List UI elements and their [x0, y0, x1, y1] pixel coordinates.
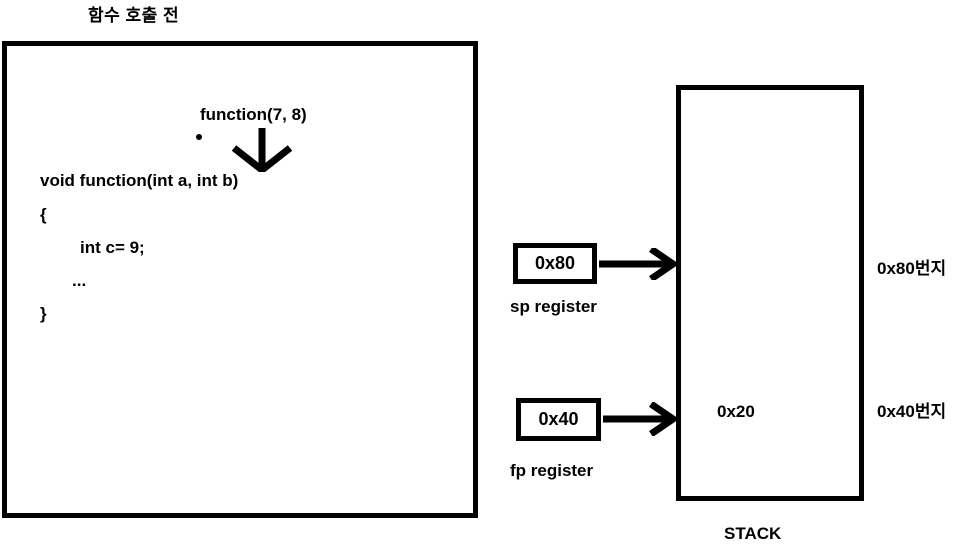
- fp-arrow-icon: [601, 401, 680, 437]
- code-line-signature: void function(int a, int b): [40, 171, 239, 190]
- fp-register-label: fp register: [510, 461, 594, 480]
- down-arrow-icon: [226, 126, 298, 175]
- code-line-declaration: int c= 9;: [80, 238, 145, 257]
- sp-register-box: 0x80: [513, 243, 597, 284]
- code-line-ellipsis: ...: [72, 271, 87, 290]
- sp-register-label: sp register: [510, 297, 597, 316]
- sp-arrow-icon: [597, 246, 680, 282]
- sp-register-value: 0x80: [534, 253, 576, 273]
- code-line-brace-open: {: [40, 205, 47, 224]
- call-expression-label: function(7, 8): [200, 105, 307, 124]
- stack-box: [676, 85, 864, 501]
- fp-register-value: 0x40: [538, 409, 579, 429]
- stack-caption: STACK: [724, 524, 782, 543]
- stack-cell-value: 0x20: [717, 402, 755, 421]
- fp-register-box: 0x40: [516, 398, 601, 441]
- code-line-brace-close: }: [40, 304, 47, 323]
- call-site-dot: [196, 134, 202, 140]
- stack-address-top: 0x80번지: [877, 259, 947, 278]
- page-title: 함수 호출 전: [88, 6, 180, 25]
- code-panel: [2, 41, 478, 518]
- stack-address-bottom: 0x40번지: [877, 402, 947, 421]
